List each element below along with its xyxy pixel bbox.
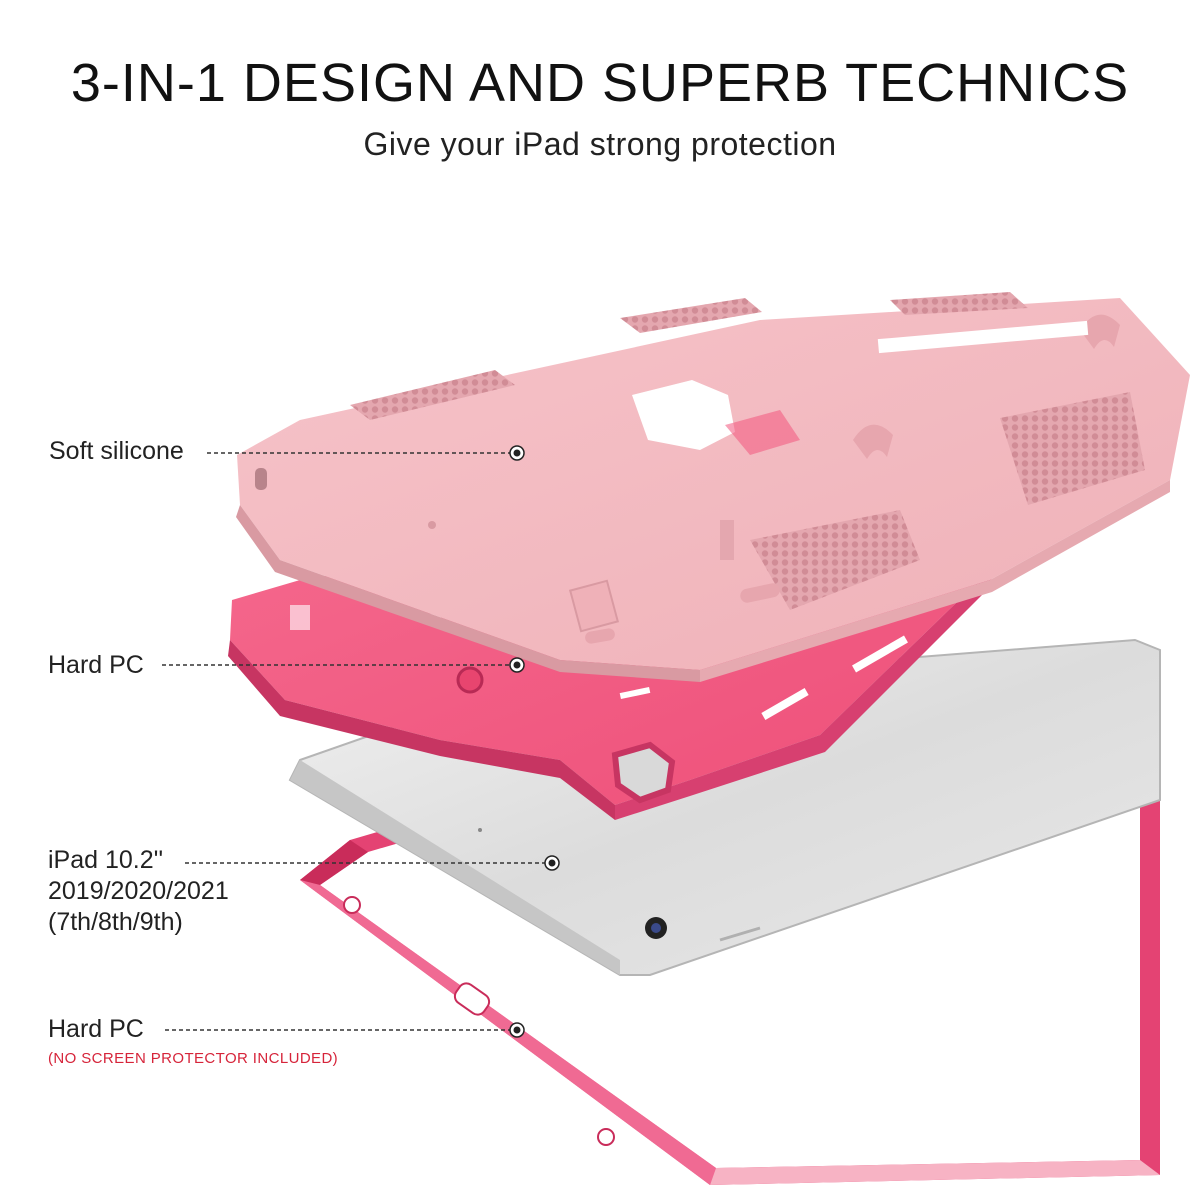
callout-soft-silicone: Soft silicone [49, 436, 184, 467]
subheadline: Give your iPad strong protection [363, 126, 837, 162]
callout-ipad-line-1: iPad 10.2'' [48, 846, 164, 874]
callout-ipad-line-2: 2019/2020/2021 [48, 877, 229, 905]
callout-hard-pc-front-label: Hard PC [48, 1015, 144, 1043]
callout-soft-silicone-label: Soft silicone [49, 437, 184, 465]
callout-hard-pc-back: Hard PC [48, 650, 144, 681]
callout-ipad-model: iPad 10.2'' 2019/2020/2021 (7th/8th/9th) [48, 845, 229, 938]
headline: 3-IN-1 DESIGN AND SUPERB TECHNICS [70, 53, 1130, 113]
soft-silicone-layer [236, 292, 1190, 682]
callout-leader-lines [162, 452, 545, 1031]
callout-ipad-line-3: (7th/8th/9th) [48, 908, 183, 936]
callout-hard-pc-front: Hard PC [48, 1014, 144, 1045]
no-screen-protector-note: (NO SCREEN PROTECTOR INCLUDED) [48, 1050, 339, 1067]
callout-dots [509, 445, 560, 1038]
callout-hard-pc-back-label: Hard PC [48, 651, 144, 679]
